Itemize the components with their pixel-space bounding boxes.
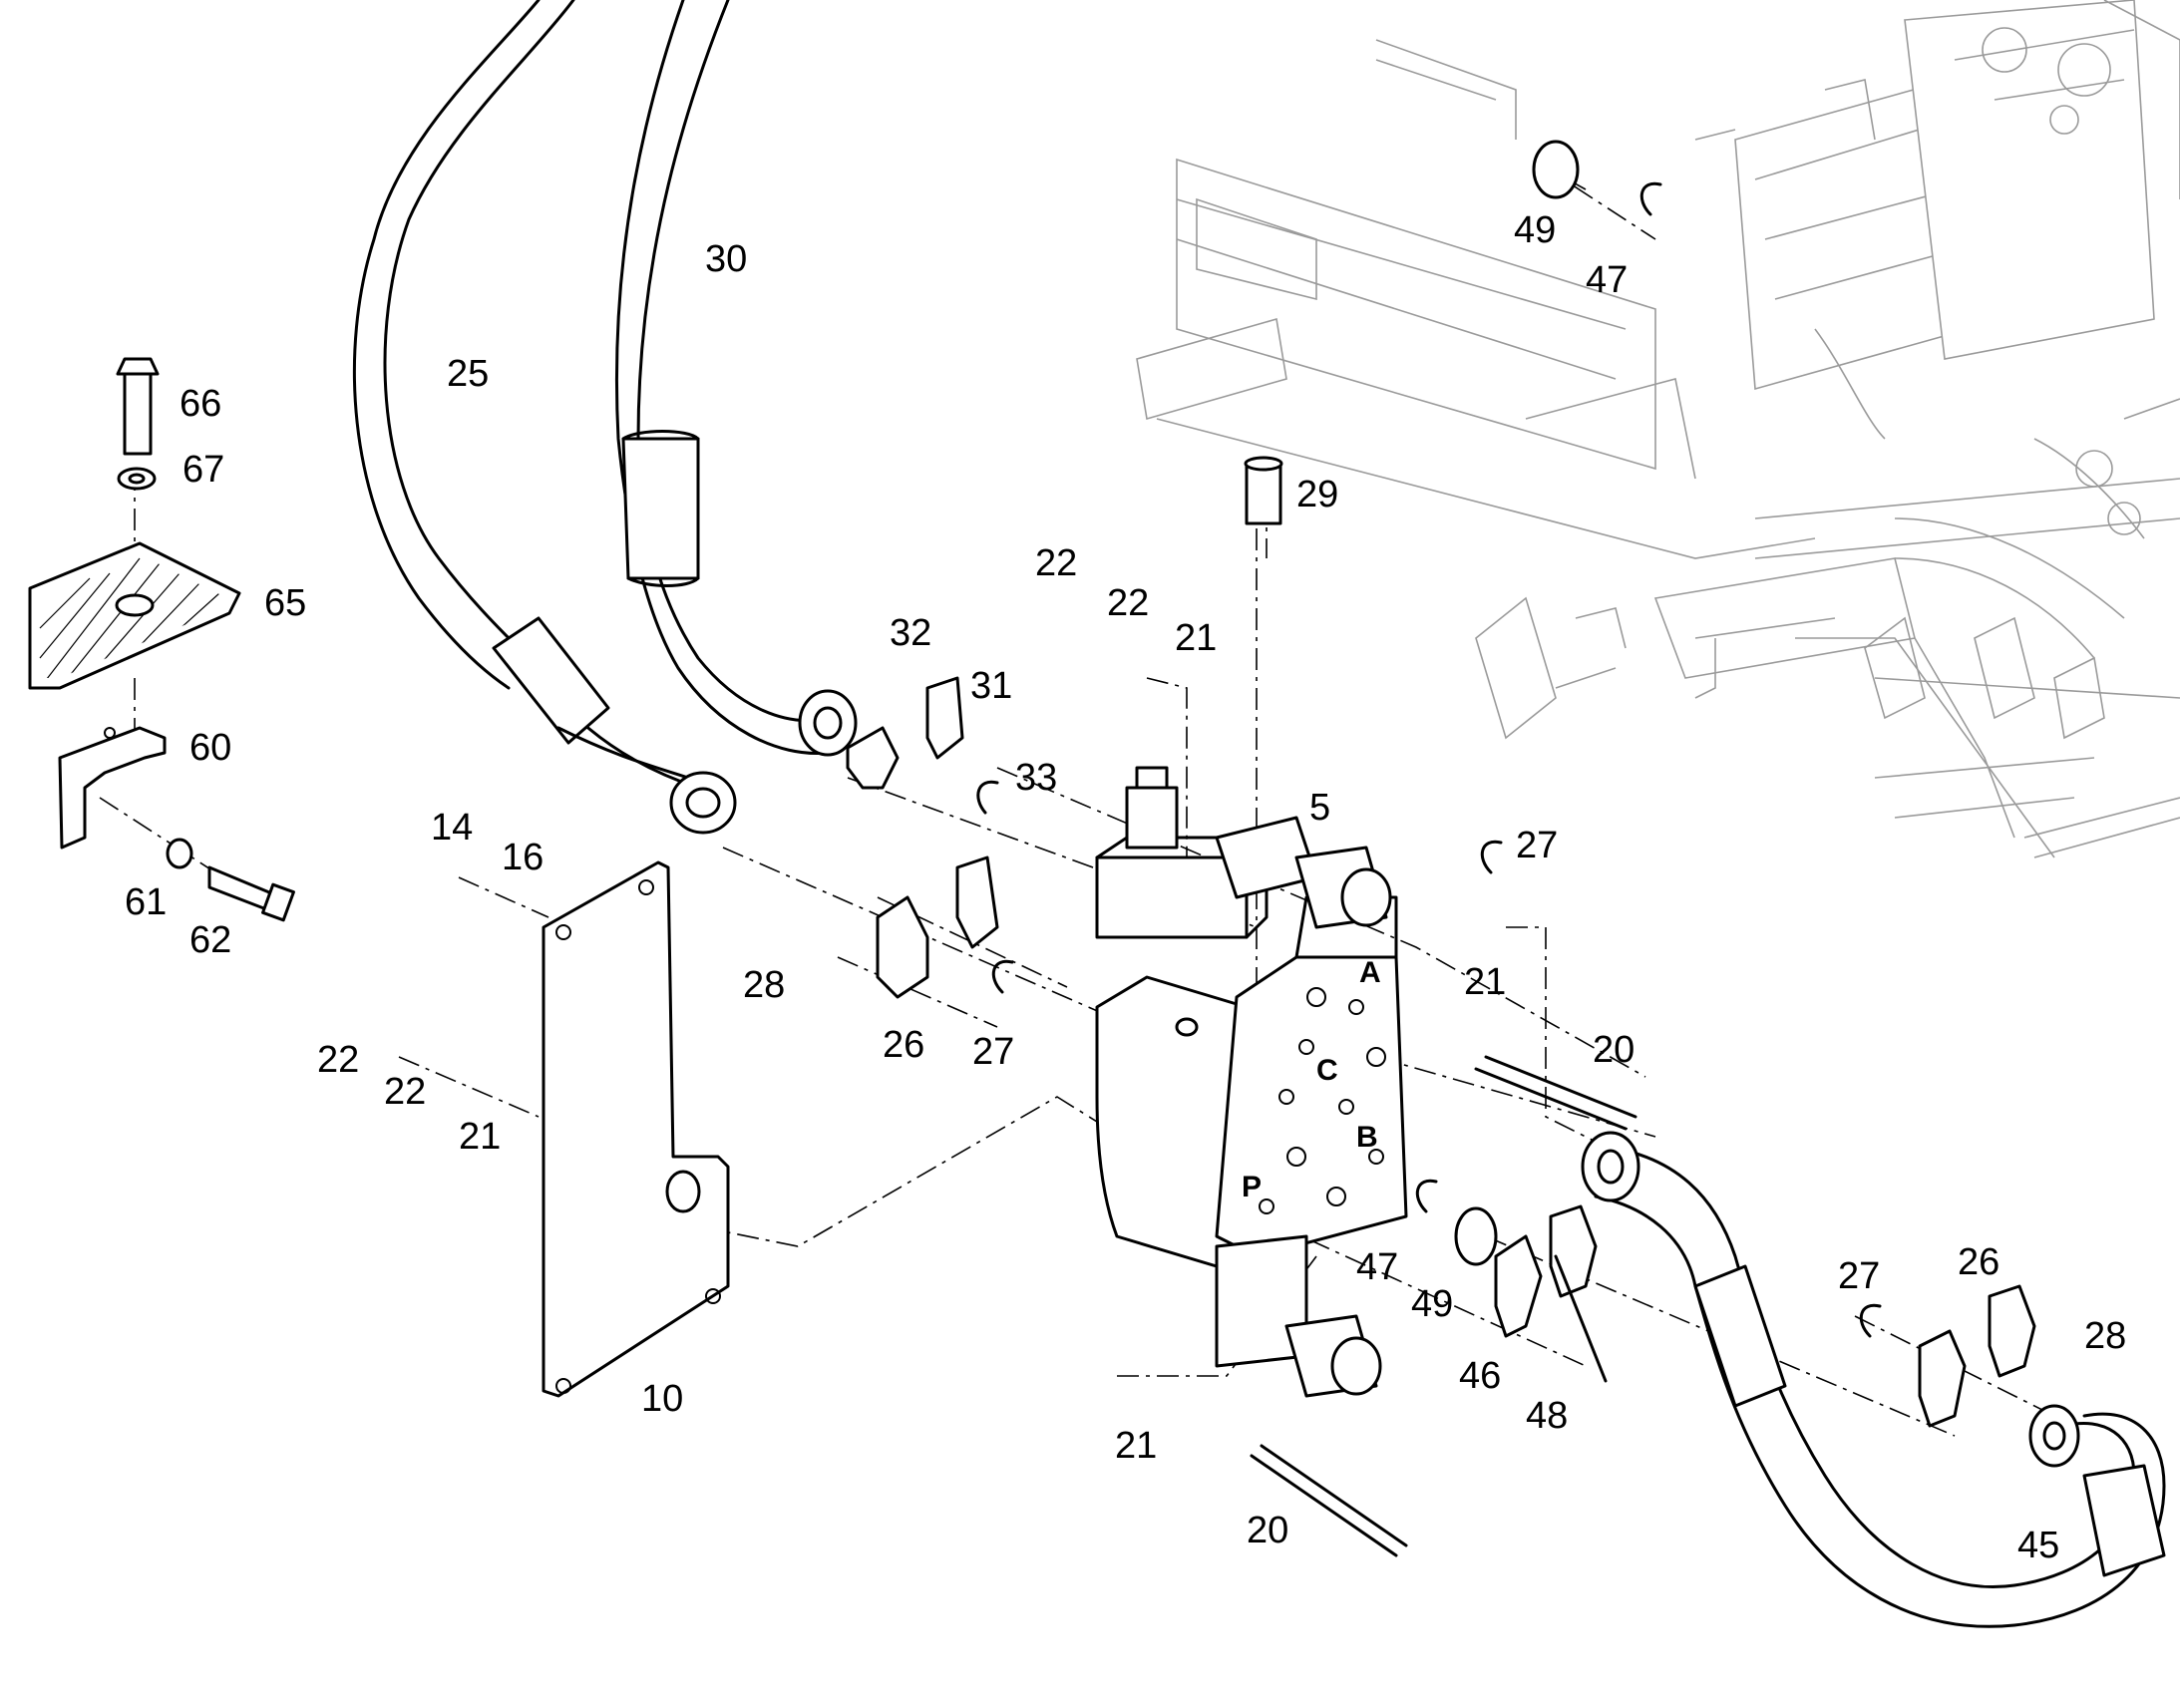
callout-28-right: 28	[2084, 1315, 2126, 1357]
control-valve-block: A C B P	[1095, 766, 1408, 1398]
callout-66: 66	[180, 383, 221, 425]
callout-28-left: 28	[743, 964, 785, 1006]
callout-31: 31	[970, 665, 1012, 707]
callout-32: 32	[890, 612, 931, 654]
callout-47-top: 47	[1586, 259, 1628, 301]
callout-20-lower: 20	[1247, 1510, 1288, 1551]
callout-60: 60	[189, 727, 231, 769]
callout-65: 65	[264, 582, 306, 624]
callout-49-lower: 49	[1411, 1283, 1453, 1325]
callout-22-b: 22	[1107, 582, 1149, 624]
callout-45: 45	[2017, 1525, 2059, 1566]
hose-30	[614, 0, 858, 757]
callout-47-lower: 47	[1356, 1246, 1398, 1288]
callout-48: 48	[1526, 1395, 1568, 1437]
callout-10: 10	[641, 1378, 683, 1420]
hose-25	[352, 0, 737, 835]
callout-26-left: 26	[883, 1024, 924, 1066]
hose-45	[1581, 1131, 2166, 1628]
port-label-a: A	[1359, 956, 1381, 989]
cover-plate	[542, 860, 730, 1398]
callout-21-bottom: 21	[1115, 1425, 1157, 1467]
callout-labels: 29 5 10 14 16 20 20 21 21 21 21 22 22 22…	[125, 209, 2126, 1566]
callout-14: 14	[431, 807, 473, 849]
callout-49-top: 49	[1514, 209, 1556, 251]
callout-46: 46	[1459, 1355, 1501, 1397]
callout-27-left: 27	[972, 1031, 1014, 1073]
callout-30: 30	[705, 238, 747, 280]
callout-67: 67	[182, 449, 224, 491]
port-label-p: P	[1242, 1171, 1262, 1203]
callout-21-top: 21	[1175, 617, 1217, 659]
port-label-b: B	[1356, 1121, 1378, 1154]
callout-5: 5	[1309, 787, 1330, 829]
callout-33: 33	[1015, 757, 1057, 799]
callout-62: 62	[189, 919, 231, 961]
callout-61: 61	[125, 881, 167, 923]
callout-27-right: 27	[1838, 1255, 1880, 1297]
callout-29: 29	[1296, 474, 1338, 515]
callout-22-a: 22	[1035, 542, 1077, 584]
callout-22-c: 22	[317, 1039, 359, 1081]
callout-20-upper: 20	[1593, 1029, 1635, 1071]
step-plate-assembly	[28, 357, 241, 850]
callout-21-right: 21	[1464, 961, 1506, 1003]
callout-22-d: 22	[384, 1071, 426, 1113]
callout-25: 25	[447, 353, 489, 395]
callout-21-left: 21	[459, 1116, 501, 1158]
port-label-c: C	[1316, 1054, 1338, 1087]
hardware-parts	[166, 140, 2036, 1557]
callout-26-right: 26	[1958, 1241, 1999, 1283]
callout-16: 16	[502, 837, 544, 878]
callout-27-top: 27	[1516, 825, 1558, 866]
machine-frame-background	[1136, 0, 2180, 858]
